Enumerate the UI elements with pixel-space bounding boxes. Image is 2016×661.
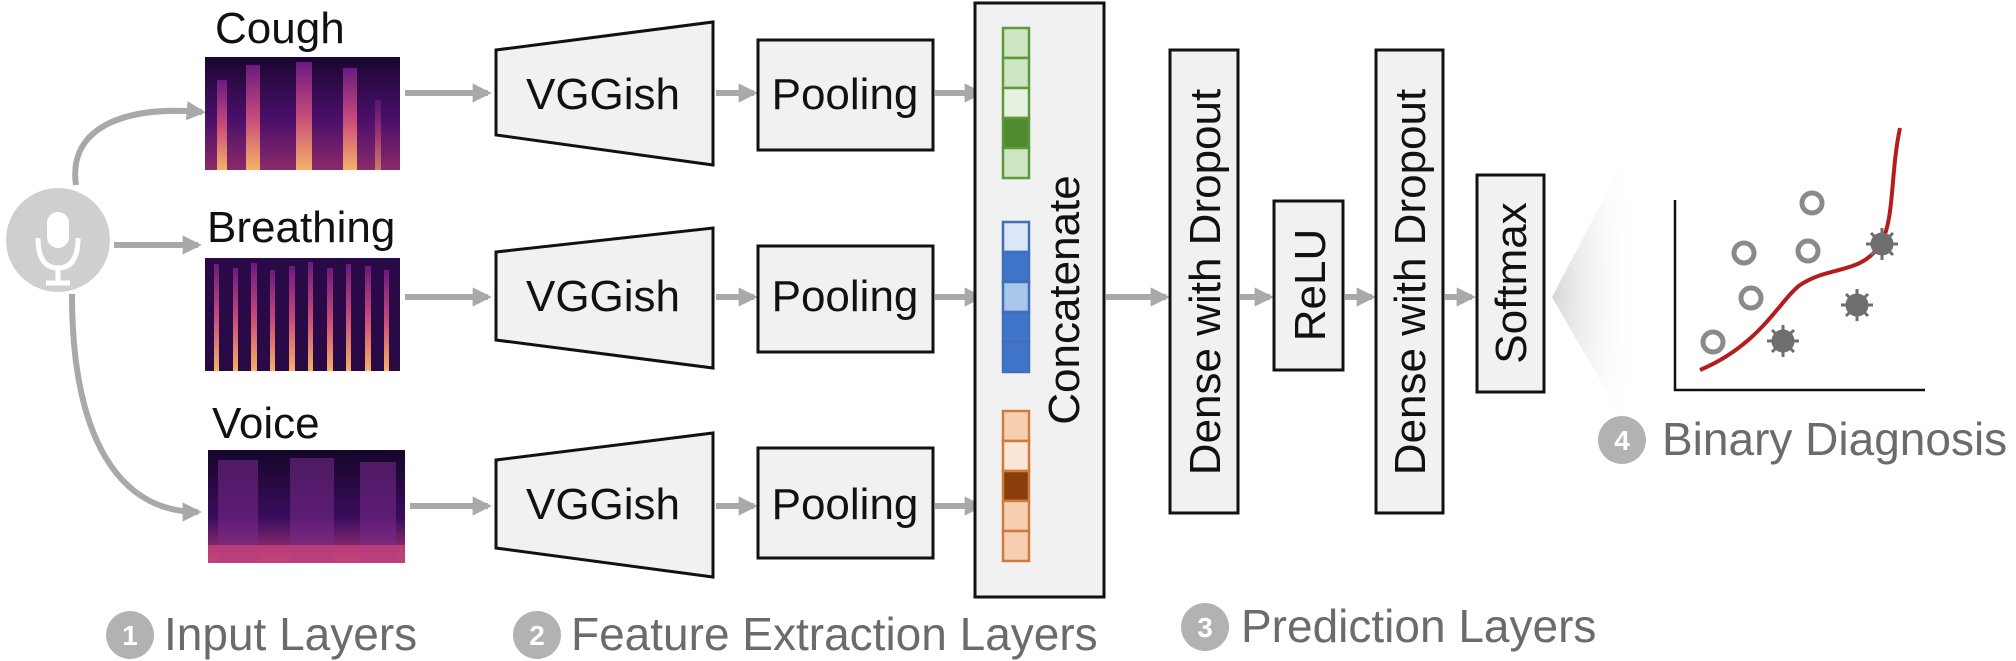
ring-icon [1731,240,1757,266]
step-badge-2 [513,611,561,659]
section-label-feature: Feature Extraction Layers [571,608,1098,660]
concatenate-block [973,1,1106,599]
dense-dropout-label-2: Dense with Dropout [1386,89,1435,475]
step-number-3: 3 [1197,612,1213,643]
concatenate-label: Concatenate [1040,175,1089,425]
step-badge-4 [1598,416,1646,464]
step-badge-1 [106,611,154,659]
input-label-breathing: Breathing [207,203,395,252]
breathing-spectrogram [205,258,400,371]
diagnosis-projection-fan [1552,130,1640,450]
input-label-cough: Cough [215,4,345,53]
binary-diagnosis-plot [1673,127,1925,392]
ring-icon [1799,190,1825,216]
voice-spectrogram [208,450,405,563]
step-number-1: 1 [122,620,138,651]
ring-icon [1738,285,1764,311]
healthy-samples [1700,190,1825,355]
vggish-label-breathing: VGGish [526,272,680,321]
decision-boundary-curve [1699,127,1902,372]
pooling-block-cough [756,38,935,152]
input-branch-arrows [69,101,206,522]
pooling-label-cough: Pooling [772,70,919,119]
vggish-label-cough: VGGish [526,70,680,119]
dense-dropout-block-2 [1374,48,1445,515]
dense-dropout-block-1 [1168,48,1240,515]
section-feature-extraction: 2 Feature Extraction Layers [513,608,1098,660]
breathing-feature-vector [1001,220,1031,374]
virus-icon [1866,228,1898,260]
pooling-block-breathing [756,244,935,354]
ring-icon [1700,329,1726,355]
pooling-label-voice: Pooling [772,480,919,529]
virus-icon [1767,325,1799,357]
section-label-diagnosis: Binary Diagnosis [1662,413,2007,465]
arrow-mic-voice [69,293,202,522]
section-prediction-layers: 3 Prediction Layers [1181,600,1596,652]
section-binary-diagnosis: 4 Binary Diagnosis [1598,413,2007,465]
section-input-layers: 1 Input Layers [106,608,417,660]
step-number-4: 4 [1614,425,1630,456]
cough-feature-vector [1001,26,1031,180]
vggish-label-voice: VGGish [526,480,680,529]
microphone-icon [6,188,110,292]
ring-icon [1795,238,1821,264]
vggish-block-voice [494,431,715,579]
covid-samples [1767,228,1898,357]
voice-feature-vector [1001,409,1031,563]
softmax-label: Softmax [1487,202,1536,363]
cough-spectrogram [205,57,400,170]
pooling-block-voice [756,446,935,560]
relu-block [1272,199,1345,372]
section-label-prediction: Prediction Layers [1241,600,1596,652]
input-label-voice: Voice [212,399,320,448]
vggish-block-breathing [494,226,715,370]
softmax-block [1475,173,1546,394]
virus-icon [1841,289,1873,321]
step-badge-3 [1181,603,1229,651]
arrow-mic-cough [72,101,206,186]
dense-dropout-label-1: Dense with Dropout [1181,89,1230,475]
vggish-block-cough [494,20,715,167]
step-number-2: 2 [529,620,545,651]
relu-label: ReLU [1286,229,1335,342]
section-label-input: Input Layers [164,608,417,660]
pooling-label-breathing: Pooling [772,272,919,321]
